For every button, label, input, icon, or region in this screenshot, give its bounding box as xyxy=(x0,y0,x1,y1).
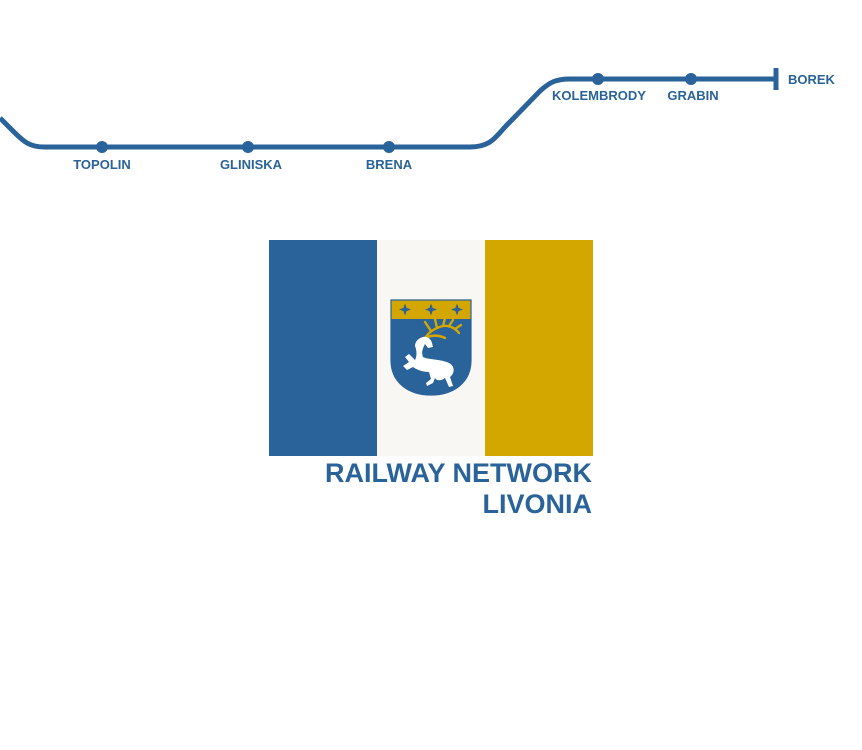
brand-title: RAILWAY NETWORK xyxy=(324,458,592,488)
railway-track xyxy=(0,76,776,150)
chief-stars xyxy=(399,303,463,316)
station-brena[interactable]: BRENA xyxy=(366,141,413,172)
shield-outline xyxy=(390,299,472,396)
station-kolembrody[interactable]: KOLEMBRODY xyxy=(552,73,646,103)
station-dot xyxy=(96,141,108,153)
station-label-grabin: GRABIN xyxy=(667,88,718,103)
station-grabin[interactable]: GRABIN xyxy=(667,73,719,103)
station-topolin[interactable]: TOPOLIN xyxy=(73,141,131,172)
station-label-brena: BRENA xyxy=(366,157,413,172)
route-map: TOPOLIN GLINISKA BRENA KOLEMBRODY GRABIN… xyxy=(0,68,836,172)
station-dot xyxy=(383,141,395,153)
flag-right-stripe xyxy=(485,240,593,456)
coat-of-arms xyxy=(390,299,472,396)
station-label-kolembrody: KOLEMBRODY xyxy=(552,88,646,103)
livonia-flag xyxy=(269,240,593,456)
station-borek[interactable]: BOREK xyxy=(788,72,836,87)
station-dot xyxy=(242,141,254,153)
four-pointed-star-icon xyxy=(425,303,437,316)
station-dot xyxy=(592,73,604,85)
four-pointed-star-icon xyxy=(451,303,463,316)
stag-icon xyxy=(403,336,454,387)
station-label-borek: BOREK xyxy=(788,72,836,87)
brand-subtitle: LIVONIA xyxy=(482,489,592,519)
flag-left-stripe xyxy=(269,240,377,456)
four-pointed-star-icon xyxy=(399,303,411,316)
station-label-topolin: TOPOLIN xyxy=(73,157,131,172)
station-dot xyxy=(685,73,697,85)
station-label-gliniska: GLINISKA xyxy=(220,157,283,172)
antlers-icon xyxy=(423,316,463,340)
station-gliniska[interactable]: GLINISKA xyxy=(220,141,283,172)
